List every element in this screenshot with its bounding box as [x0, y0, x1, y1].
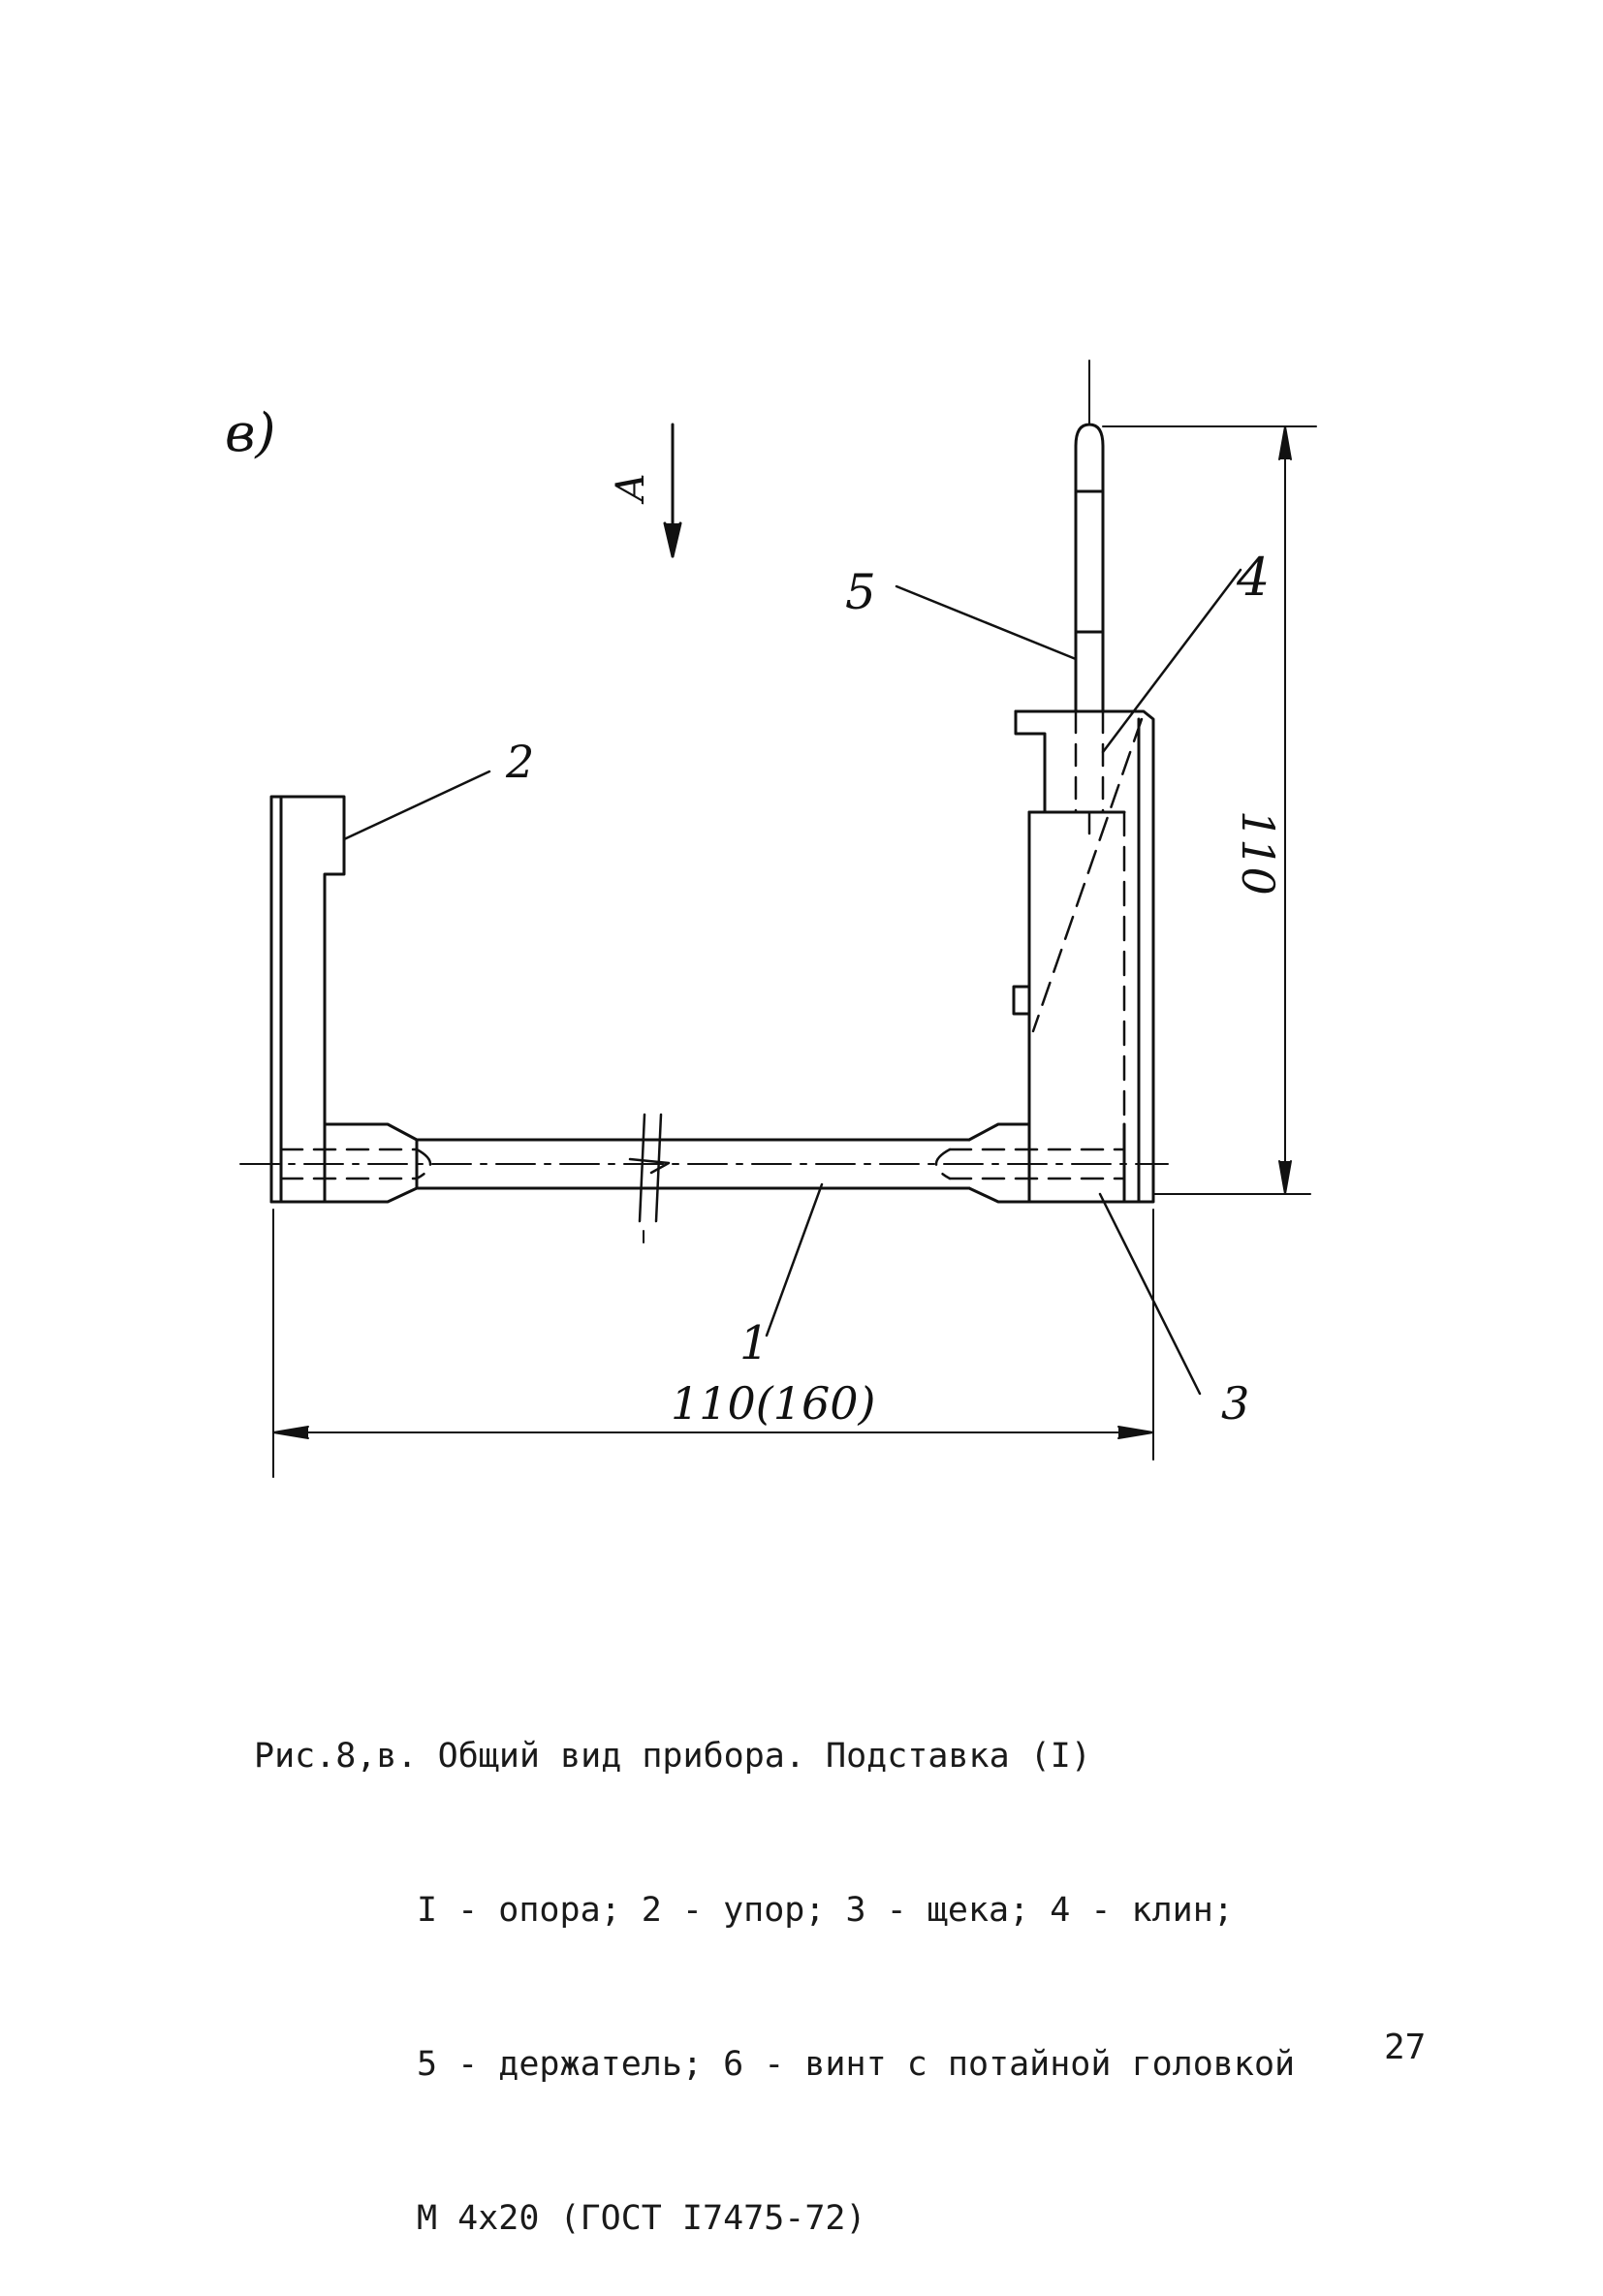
label-part-3: 3: [1221, 1377, 1249, 1430]
dimension-width: [272, 1209, 1154, 1478]
part-5-holder-rod: [1074, 360, 1105, 845]
figure-caption: Рис.8,в. Общий вид прибора. Подставка (I…: [254, 1628, 1417, 2296]
leader-lines: [342, 568, 1242, 1396]
caption-line-2: I - опора; 2 - упор; 3 - щека; 4 - клин;: [417, 1891, 1234, 1930]
caption-line-4: М 4х20 (ГОСТ I7475-72): [417, 2199, 866, 2238]
caption-line-1: Рис.8,в. Общий вид прибора. Подставка (I…: [254, 1737, 1091, 1776]
part-3-cheek: [1012, 810, 1141, 1204]
label-part-1: 1: [739, 1316, 770, 1370]
dimension-width-label: 110(160): [671, 1377, 876, 1430]
figure-letter: в): [225, 402, 276, 463]
label-part-5: 5: [845, 564, 876, 620]
dimension-height-label: 110: [1232, 810, 1284, 896]
view-arrow-a: А: [609, 423, 682, 558]
label-part-2: 2: [505, 736, 534, 788]
label-part-4: 4: [1236, 547, 1270, 608]
view-label: А: [609, 473, 653, 505]
part-1-support-bar: [269, 1113, 1126, 1243]
dimension-height: [1102, 425, 1317, 1195]
part-5-holder-head: [1014, 709, 1155, 1204]
part-4-wedge: [1031, 717, 1144, 1126]
part-2-stop: [269, 795, 346, 1204]
caption-line-3: 5 - держатель; 6 - винт с потайной голов…: [417, 2045, 1296, 2084]
page-number: 27: [1384, 2028, 1427, 2067]
